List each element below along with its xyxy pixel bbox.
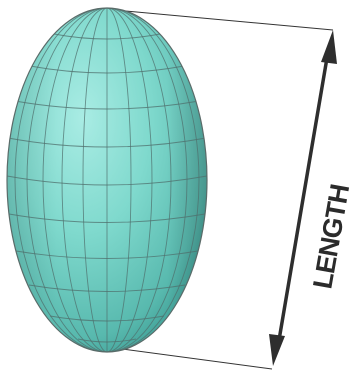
length-dimension-arrow bbox=[269, 30, 337, 366]
length-label: LENGTH bbox=[307, 182, 355, 291]
ellipsoid-outline bbox=[6, 7, 208, 353]
arrow-shaft bbox=[276, 51, 330, 347]
bottom-leader-line bbox=[121, 348, 273, 370]
ellipsoid bbox=[6, 7, 208, 353]
arrow-head-top bbox=[321, 30, 337, 64]
top-leader-line bbox=[103, 8, 334, 31]
meridian-grid-lines bbox=[14, 8, 200, 352]
arrow-head-bottom bbox=[269, 334, 285, 366]
latitude-grid-lines bbox=[7, 33, 207, 343]
